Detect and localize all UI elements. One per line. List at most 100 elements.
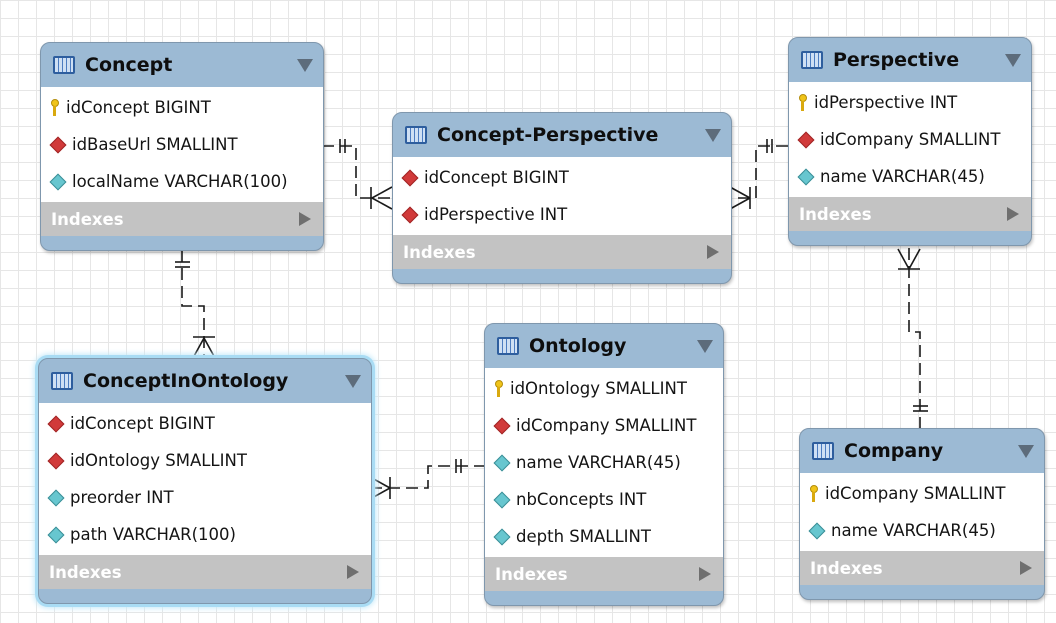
column-row[interactable]: name VARCHAR(45) xyxy=(485,444,723,481)
column-row[interactable]: depth SMALLINT xyxy=(485,518,723,555)
table-header[interactable]: ConceptInOntology xyxy=(39,359,371,403)
table-columns: idConcept BIGINT idPerspective INT xyxy=(393,157,731,235)
column-row[interactable]: idCompany SMALLINT xyxy=(485,407,723,444)
relationship-concept-in-ontology-to-ontology[interactable] xyxy=(369,459,484,500)
relationship-concept-to-concept-perspective[interactable] xyxy=(322,139,393,210)
collapse-triangle-icon[interactable] xyxy=(1018,444,1034,458)
collapse-triangle-icon[interactable] xyxy=(697,339,713,353)
indexes-section[interactable]: Indexes xyxy=(393,235,731,269)
column-label: depth SMALLINT xyxy=(516,527,651,546)
expand-arrow-icon[interactable] xyxy=(707,245,719,259)
column-label: name VARCHAR(45) xyxy=(516,453,681,472)
table-footer xyxy=(800,585,1044,599)
column-row[interactable]: name VARCHAR(45) xyxy=(789,158,1031,195)
indexes-section[interactable]: Indexes xyxy=(789,197,1031,231)
primary-key-icon xyxy=(494,379,504,398)
table-columns: idCompany SMALLINT name VARCHAR(45) xyxy=(800,473,1044,551)
table-title: Concept-Perspective xyxy=(437,124,659,146)
expand-arrow-icon[interactable] xyxy=(1020,561,1032,575)
column-label: idConcept BIGINT xyxy=(66,98,211,117)
expand-arrow-icon[interactable] xyxy=(347,565,359,579)
expand-arrow-icon[interactable] xyxy=(1007,207,1019,221)
indexes-label: Indexes xyxy=(49,562,122,582)
column-label: localName VARCHAR(100) xyxy=(72,172,288,191)
table-header[interactable]: Company xyxy=(800,429,1044,473)
table-footer xyxy=(39,589,371,603)
column-row[interactable]: idBaseUrl SMALLINT xyxy=(41,126,323,163)
foreign-key-icon xyxy=(47,452,65,469)
indexes-label: Indexes xyxy=(51,209,124,229)
table-header[interactable]: Ontology xyxy=(485,324,723,368)
column-row[interactable]: idPerspective INT xyxy=(393,196,731,233)
collapse-triangle-icon[interactable] xyxy=(297,58,313,72)
table-header[interactable]: Concept xyxy=(41,43,323,87)
relationship-perspective-to-concept-perspective[interactable] xyxy=(729,139,788,210)
foreign-key-icon xyxy=(797,131,815,148)
foreign-key-icon xyxy=(401,206,419,223)
column-label: path VARCHAR(100) xyxy=(70,525,236,544)
collapse-triangle-icon[interactable] xyxy=(1005,53,1021,67)
indexes-section[interactable]: Indexes xyxy=(485,557,723,591)
table-title: Ontology xyxy=(529,335,627,357)
column-label: idOntology SMALLINT xyxy=(70,451,247,470)
table-company[interactable]: Company idCompany SMALLINT name VARCHAR(45… xyxy=(799,428,1045,600)
column-row[interactable]: idCompany SMALLINT xyxy=(789,121,1031,158)
table-footer xyxy=(393,269,731,283)
column-attribute-icon xyxy=(47,526,65,543)
column-row[interactable]: path VARCHAR(100) xyxy=(39,516,371,553)
column-attribute-icon xyxy=(493,528,511,545)
table-header[interactable]: Concept-Perspective xyxy=(393,113,731,157)
indexes-section[interactable]: Indexes xyxy=(41,202,323,236)
column-row[interactable]: idConcept BIGINT xyxy=(41,89,323,126)
relationship-perspective-to-company[interactable] xyxy=(897,248,928,428)
indexes-section[interactable]: Indexes xyxy=(800,551,1044,585)
table-ontology[interactable]: Ontology idOntology SMALLINT idCompany SMA… xyxy=(484,323,724,606)
column-row[interactable]: localName VARCHAR(100) xyxy=(41,163,323,200)
column-attribute-icon xyxy=(47,489,65,506)
column-attribute-icon xyxy=(493,491,511,508)
table-concept-perspective[interactable]: Concept-Perspective idConcept BIGINT idPer… xyxy=(392,112,732,284)
indexes-label: Indexes xyxy=(810,558,883,578)
collapse-triangle-icon[interactable] xyxy=(705,128,721,142)
foreign-key-icon xyxy=(49,136,67,153)
column-attribute-icon xyxy=(49,173,67,190)
expand-arrow-icon[interactable] xyxy=(299,212,311,226)
collapse-triangle-icon[interactable] xyxy=(345,374,361,388)
table-concept[interactable]: Concept idConcept BIGINT idBaseUrl SMALLIN… xyxy=(40,42,324,251)
table-perspective[interactable]: Perspective idPerspective INT idCompany SM… xyxy=(788,37,1032,246)
table-concept-in-ontology[interactable]: ConceptInOntology idConcept BIGINT idOntol… xyxy=(38,358,372,604)
column-attribute-icon xyxy=(493,454,511,471)
expand-arrow-icon[interactable] xyxy=(699,567,711,581)
table-title: ConceptInOntology xyxy=(83,370,289,392)
table-title: Company xyxy=(844,440,944,462)
table-title: Perspective xyxy=(833,49,960,71)
table-columns: idConcept BIGINT idOntology SMALLINT preor… xyxy=(39,403,371,555)
relationship-concept-to-concept-in-ontology[interactable] xyxy=(175,250,216,359)
column-label: name VARCHAR(45) xyxy=(820,167,985,186)
column-label: idConcept BIGINT xyxy=(424,168,569,187)
column-label: idCompany SMALLINT xyxy=(516,416,697,435)
indexes-section[interactable]: Indexes xyxy=(39,555,371,589)
column-row[interactable]: idCompany SMALLINT xyxy=(800,475,1044,512)
column-label: name VARCHAR(45) xyxy=(831,521,996,540)
indexes-label: Indexes xyxy=(403,242,476,262)
column-row[interactable]: idConcept BIGINT xyxy=(39,405,371,442)
column-row[interactable]: name VARCHAR(45) xyxy=(800,512,1044,549)
column-label: idCompany SMALLINT xyxy=(825,484,1006,503)
table-header[interactable]: Perspective xyxy=(789,38,1031,82)
column-row[interactable]: idConcept BIGINT xyxy=(393,159,731,196)
column-label: idOntology SMALLINT xyxy=(510,379,687,398)
column-row[interactable]: idPerspective INT xyxy=(789,84,1031,121)
column-row[interactable]: preorder INT xyxy=(39,479,371,516)
table-icon xyxy=(53,56,75,74)
table-footer xyxy=(41,236,323,250)
table-footer xyxy=(485,591,723,605)
table-icon xyxy=(801,51,823,69)
primary-key-icon xyxy=(809,484,819,503)
column-row[interactable]: idOntology SMALLINT xyxy=(39,442,371,479)
table-columns: idConcept BIGINT idBaseUrl SMALLINT localN… xyxy=(41,87,323,202)
column-row[interactable]: idOntology SMALLINT xyxy=(485,370,723,407)
column-label: idCompany SMALLINT xyxy=(820,130,1001,149)
column-row[interactable]: nbConcepts INT xyxy=(485,481,723,518)
